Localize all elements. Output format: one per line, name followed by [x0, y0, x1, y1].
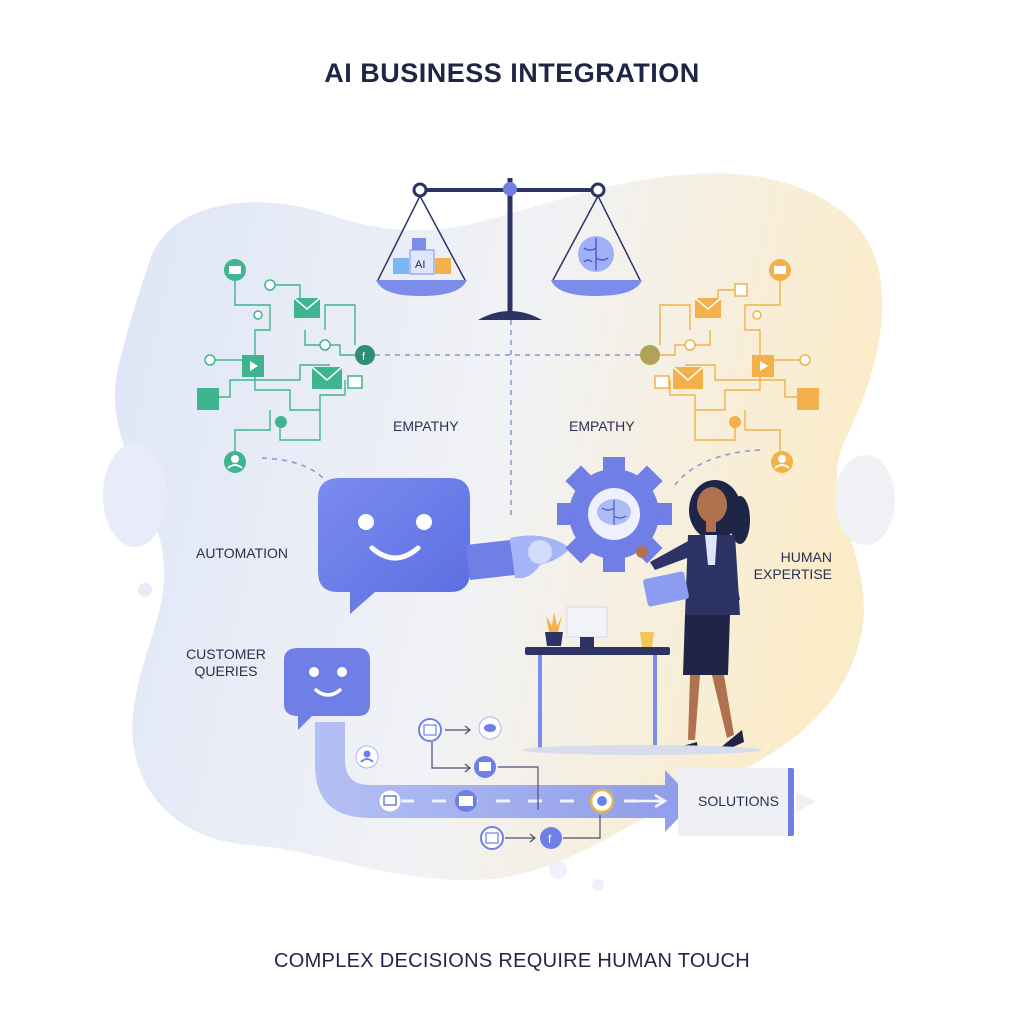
solutions-box: SOLUTIONS	[678, 768, 794, 836]
human-network-nodes	[640, 259, 819, 473]
cup-icon	[640, 632, 654, 647]
solutions-label: SOLUTIONS	[698, 793, 779, 809]
tablet-icon	[643, 571, 689, 607]
brain-icon	[578, 236, 614, 272]
ai-network-nodes: f	[197, 259, 375, 473]
flow-image-icon	[480, 826, 504, 850]
svg-text:f: f	[362, 351, 366, 363]
right-scale-pan	[551, 280, 642, 296]
human-expertise-label: HUMAN EXPERTISE	[753, 549, 832, 582]
facebook-icon	[355, 345, 375, 365]
bubble-smile	[369, 545, 421, 561]
plant-icon	[546, 612, 562, 632]
flow-document-icon	[418, 718, 442, 742]
robot-hand	[466, 535, 570, 580]
solution-flow	[315, 722, 695, 832]
human-expert-figure	[522, 480, 762, 755]
empathy-label-right: EMPATHY	[569, 418, 635, 434]
background-bubble-right	[835, 455, 895, 545]
flow-nodes: f	[355, 716, 604, 891]
flow-screen-icon	[378, 789, 402, 813]
flow-facebook-icon	[540, 827, 562, 849]
balance-scale: AI	[376, 178, 642, 320]
background-dot	[138, 583, 152, 597]
monitor-icon	[566, 606, 608, 638]
brain-gear-icon	[557, 457, 672, 572]
automation-label: AUTOMATION	[196, 545, 289, 561]
automation-chat-bubble	[318, 478, 470, 614]
customer-chat-bubble	[284, 648, 370, 730]
ai-network	[208, 272, 362, 460]
human-grid-icon	[797, 388, 819, 410]
bitcoin-icon	[640, 345, 660, 365]
email-icon-2	[312, 367, 342, 389]
desk	[525, 606, 670, 748]
customer-queries-label: CUSTOMER QUERIES	[186, 646, 266, 679]
svg-text:f: f	[548, 832, 552, 846]
solutions-arrow-icon	[796, 792, 816, 812]
caption: COMPLEX DECISIONS REQUIRE HUMAN TOUCH	[274, 950, 750, 972]
background-bubble-left	[103, 443, 167, 547]
left-scale-pan	[376, 280, 467, 296]
bubble-eye-left	[358, 514, 374, 530]
ai-block-label: AI	[415, 259, 425, 271]
human-email-icon-2	[673, 367, 703, 389]
grid-icon	[197, 388, 219, 410]
page-title: AI BUSINESS INTEGRATION	[324, 58, 700, 88]
empathy-label-left: EMPATHY	[393, 418, 459, 434]
bubble-eye-right	[416, 514, 432, 530]
